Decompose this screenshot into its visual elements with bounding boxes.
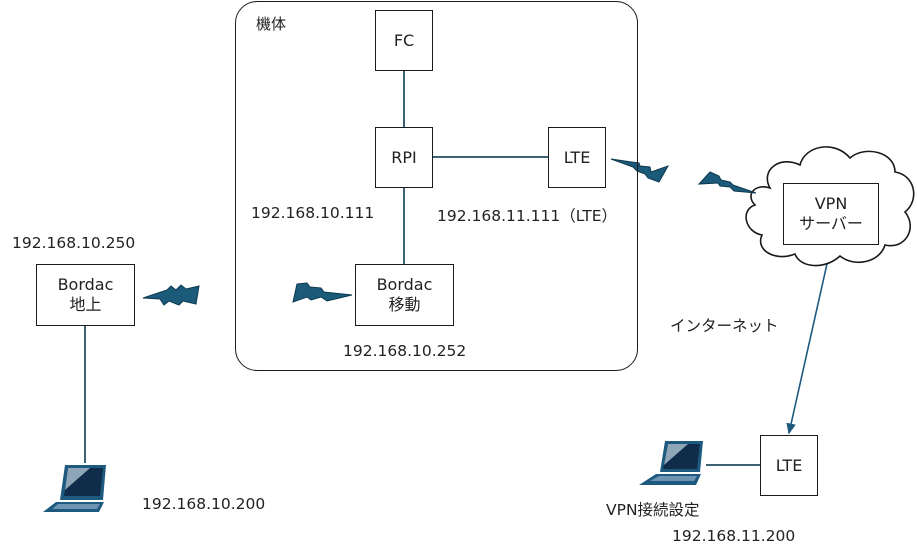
node-vpn-server[interactable]: VPN サーバー (783, 183, 879, 245)
node-bordac-mobile-line2: 移動 (388, 295, 421, 314)
ip-laptop-ground: 192.168.10.200 (142, 495, 266, 513)
internet-label: インターネット (670, 317, 779, 335)
ip-lte-air: 192.168.11.111（LTE） (437, 207, 618, 225)
node-vpn-server-line1: VPN (814, 194, 848, 213)
node-bordac-ground-line1: Bordac (57, 275, 114, 294)
node-rpi-label: RPI (391, 147, 417, 167)
wireless-bolt-mobile (292, 282, 353, 303)
node-lte-air-label: LTE (563, 147, 591, 167)
aircraft-group (235, 1, 638, 371)
node-fc[interactable]: FC (375, 10, 433, 71)
laptop-vpn-icon (639, 441, 703, 485)
node-bordac-ground-line2: 地上 (69, 295, 102, 314)
ip-bordac-mobile: 192.168.10.252 (343, 342, 467, 360)
node-bordac-ground[interactable]: Bordac 地上 (36, 264, 135, 326)
ip-bordac-ground: 192.168.10.250 (12, 234, 136, 252)
laptop-ground-icon (43, 465, 106, 512)
ip-laptop-vpn: 192.168.11.200 (672, 527, 796, 545)
node-fc-label: FC (393, 30, 415, 50)
node-bordac-mobile[interactable]: Bordac 移動 (355, 264, 454, 326)
ip-rpi: 192.168.10.111 (251, 204, 375, 222)
wireless-bolt-lte-air (610, 158, 670, 183)
node-lte-air[interactable]: LTE (548, 127, 606, 188)
label-laptop-vpn: VPN接続設定 (606, 501, 700, 519)
wireless-bolt-cloud (697, 171, 757, 194)
aircraft-group-label: 機体 (256, 15, 287, 33)
link-vpn-lte-arrow (786, 244, 834, 435)
node-lte-ground-label: LTE (775, 455, 803, 475)
node-lte-ground[interactable]: LTE (760, 435, 818, 496)
node-bordac-mobile-line1: Bordac (376, 275, 433, 294)
wireless-bolt-ground (142, 284, 200, 306)
node-vpn-server-line2: サーバー (799, 214, 863, 233)
node-rpi[interactable]: RPI (375, 127, 433, 188)
